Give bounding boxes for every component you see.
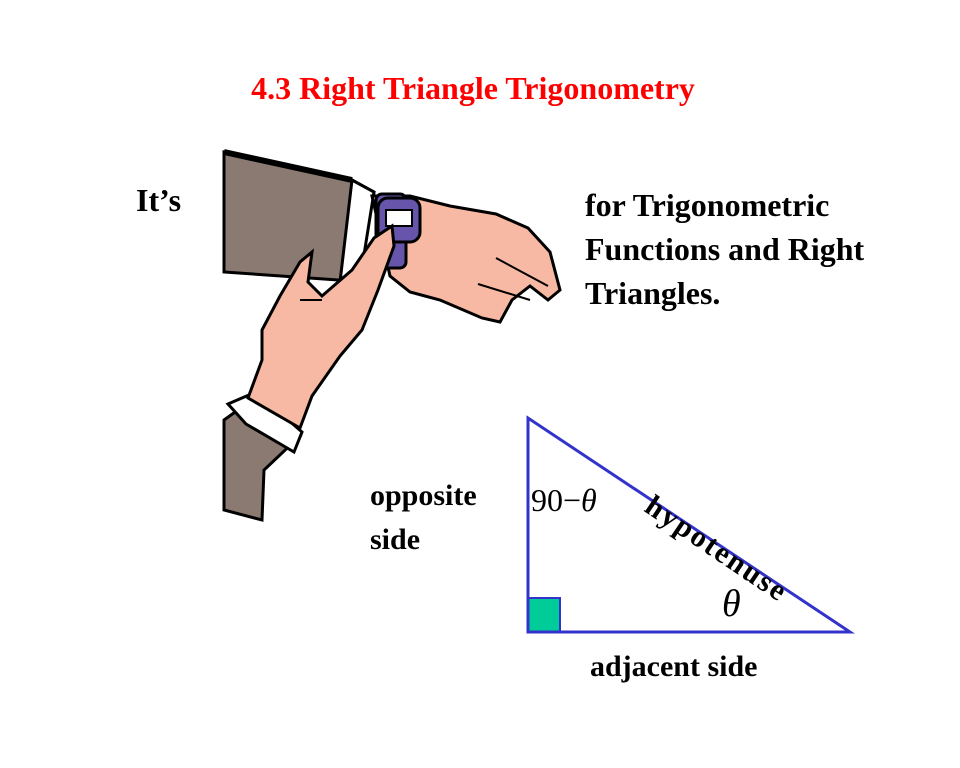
bottom-angle-theta: θ <box>722 583 741 625</box>
top-angle-label: 90−θ <box>531 482 597 519</box>
top-angle-expression: 90− <box>531 482 582 518</box>
tagline: for Trigonometric Functions and Right Tr… <box>585 183 864 315</box>
tagline-line-3: Triangles. <box>585 275 721 311</box>
adjacent-side-label: adjacent side <box>590 650 758 683</box>
opposite-label-line-2: side <box>370 523 421 556</box>
tagline-line-2: Functions and Right <box>585 231 865 267</box>
opposite-label-line-1: opposite <box>370 479 477 512</box>
top-angle-theta: θ <box>581 482 597 518</box>
right-angle-marker <box>527 597 561 633</box>
opposite-side-label: opposite side <box>370 474 477 562</box>
triangle-outline <box>526 415 855 634</box>
its-text: It’s <box>136 182 182 218</box>
tagline-line-1: for Trigonometric <box>585 187 830 223</box>
slide-title: 4.3 Right Triangle Trigonometry <box>251 70 695 106</box>
